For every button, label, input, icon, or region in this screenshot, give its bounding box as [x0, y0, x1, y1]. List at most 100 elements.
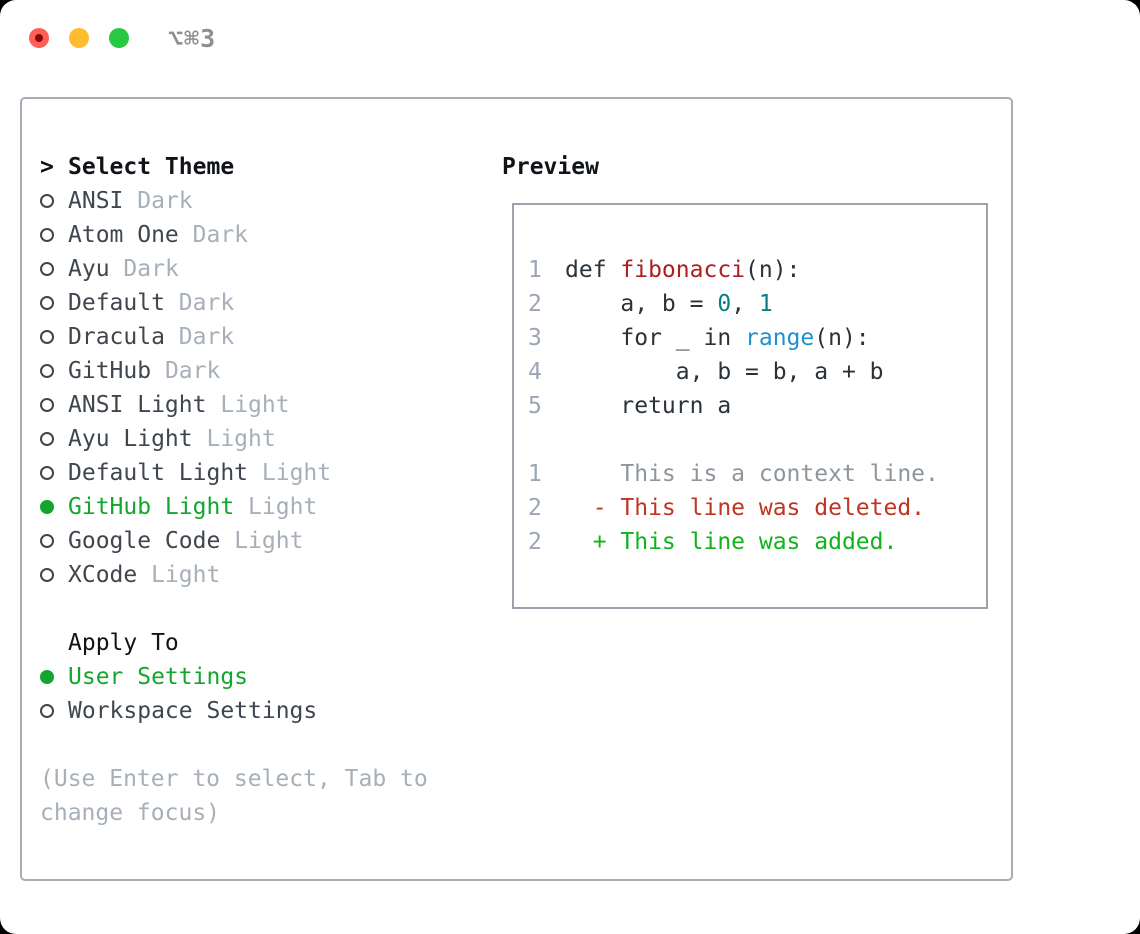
token-code: (n): — [814, 325, 870, 351]
hint-text: (Use Enter to select, Tab to change focu… — [40, 766, 428, 826]
traffic-lights — [29, 28, 129, 48]
option-variant-label: Dark — [178, 290, 235, 316]
theme-option[interactable]: Atom One Dark — [40, 218, 484, 252]
theme-option[interactable]: Default Dark — [40, 286, 484, 320]
preview-line: 2 a, b = 0, 1 — [528, 287, 974, 321]
titlebar: ⌥⌘3 — [0, 0, 1140, 97]
option-label: Dracula — [68, 324, 165, 350]
apply-option[interactable]: Workspace Settings — [40, 694, 484, 728]
radio-icon — [40, 262, 54, 276]
token-code: a, b = — [565, 291, 718, 317]
window-title-shortcut: ⌥⌘3 — [168, 24, 217, 53]
radio-icon — [40, 364, 54, 378]
theme-option[interactable]: Ayu Dark — [40, 252, 484, 286]
radio-selected-icon — [40, 670, 54, 684]
apply-to-header: Apply To — [68, 630, 179, 656]
spacer — [123, 184, 137, 218]
spacer — [206, 388, 220, 422]
token-code: for _ in — [565, 325, 746, 351]
theme-option[interactable]: Dracula Dark — [40, 320, 484, 354]
option-label: User Settings — [68, 664, 249, 690]
option-variant-label: Dark — [178, 324, 235, 350]
diff-preview: 1 This is a context line.2 - This line w… — [528, 457, 974, 559]
preview-line: 5 return a — [528, 389, 974, 423]
option-variant-label: Dark — [123, 256, 179, 282]
radio-icon — [40, 466, 54, 480]
spacer — [193, 422, 207, 456]
token-code: (n): — [745, 257, 801, 283]
line-content: return a — [565, 389, 731, 423]
line-number: 2 — [528, 529, 542, 555]
line-content: a, b = 0, 1 — [565, 287, 773, 321]
radio-icon — [40, 704, 54, 718]
line-content: def fibonacci(n): — [565, 253, 800, 287]
option-variant-label: Light — [151, 562, 221, 588]
zoom-button[interactable] — [109, 28, 129, 48]
radio-icon — [40, 296, 54, 310]
preview-line: 3 for _ in range(n): — [528, 321, 974, 355]
minimize-button[interactable] — [69, 28, 89, 48]
radio-icon — [40, 534, 54, 548]
option-label: Ayu — [68, 256, 110, 282]
option-variant-label: Light — [234, 528, 304, 554]
line-number: 2 — [528, 495, 542, 521]
line-content: a, b = b, a + b — [565, 355, 884, 389]
option-variant-label: Light — [220, 392, 290, 418]
option-label: Default Light — [68, 460, 249, 486]
spacer — [165, 286, 179, 320]
line-content: + This line was added. — [565, 525, 898, 559]
preview-line: 1 def fibonacci(n): — [528, 253, 974, 287]
close-button[interactable] — [29, 28, 49, 48]
line-number: 1 — [528, 461, 542, 487]
option-label: XCode — [68, 562, 138, 588]
option-label: ANSI — [68, 188, 124, 214]
option-label: Google Code — [68, 528, 221, 554]
radio-icon — [40, 568, 54, 582]
theme-option[interactable]: XCode Light — [40, 558, 484, 592]
theme-option[interactable]: Ayu Light Light — [40, 422, 484, 456]
theme-option[interactable]: GitHub Light Light — [40, 490, 484, 524]
option-label: Workspace Settings — [68, 698, 318, 724]
preview-line: 1 This is a context line. — [528, 457, 974, 491]
radio-icon — [40, 194, 54, 208]
spacer — [220, 524, 234, 558]
preview-line: 2 + This line was added. — [528, 525, 974, 559]
token-added: + This line was added. — [565, 529, 898, 555]
option-variant-label: Light — [261, 460, 332, 486]
spacer — [234, 490, 248, 524]
line-number: 5 — [528, 393, 542, 419]
apply-option[interactable]: User Settings — [40, 660, 484, 694]
token-code: , — [731, 291, 759, 317]
token-context: This is a context line. — [565, 461, 939, 487]
option-label: Atom One — [68, 222, 179, 248]
token-builtin: range — [745, 325, 815, 351]
theme-option[interactable]: ANSI Light Light — [40, 388, 484, 422]
option-label: GitHub Light — [68, 494, 235, 520]
token-num: 1 — [758, 291, 773, 317]
option-label: ANSI Light — [68, 392, 207, 418]
select-theme-header: >Select Theme — [40, 150, 484, 184]
line-number: 2 — [528, 291, 542, 317]
close-dot-icon — [35, 34, 43, 42]
option-variant-label: Dark — [192, 222, 249, 248]
line-number: 3 — [528, 325, 542, 351]
theme-option[interactable]: GitHub Dark — [40, 354, 484, 388]
option-variant-label: Light — [248, 494, 318, 520]
theme-option[interactable]: Google Code Light — [40, 524, 484, 558]
option-variant-label: Dark — [164, 358, 221, 384]
radio-icon — [40, 228, 54, 242]
option-label: GitHub — [68, 358, 152, 384]
spacer — [110, 252, 124, 286]
theme-option[interactable]: ANSI Dark — [40, 184, 484, 218]
line-number: 1 — [528, 257, 542, 283]
theme-option[interactable]: Default Light Light — [40, 456, 484, 490]
option-variant-label: Dark — [137, 188, 193, 214]
radio-icon — [40, 432, 54, 446]
token-code: return a — [565, 393, 732, 419]
